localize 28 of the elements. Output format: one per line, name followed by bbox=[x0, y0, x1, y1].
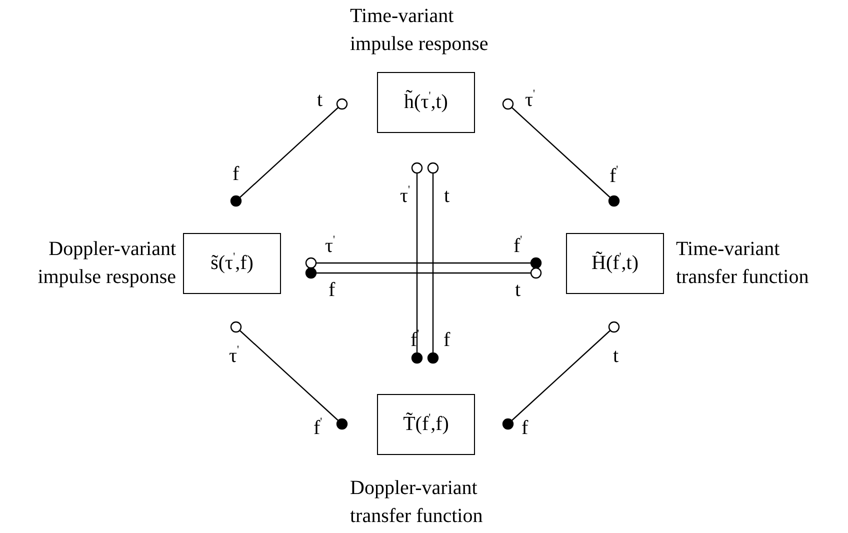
variable-label: t bbox=[444, 185, 450, 207]
function-formula: s̃(τ$^{'}$,f) bbox=[210, 252, 254, 275]
function-box bbox=[377, 394, 475, 455]
variable-label: τ$^{'}$ bbox=[525, 89, 536, 111]
variable-label: t bbox=[515, 279, 521, 301]
function-heading: Doppler-variant transfer function bbox=[350, 476, 484, 529]
variable-label: f$^{'}$ bbox=[610, 165, 618, 187]
variable-label: τ$^{'}$ bbox=[229, 345, 240, 367]
function-heading: Doppler-variant impulse response bbox=[36, 237, 176, 290]
function-formula: h̃(τ$^{'}$,t) bbox=[404, 91, 448, 114]
function-formula: T̃(f$^{'}$,f) bbox=[403, 413, 449, 436]
function-formula: H̃(f$^{'}$,t) bbox=[592, 252, 638, 275]
variable-label: f$^{'}$ bbox=[314, 417, 322, 439]
variable-label: f bbox=[522, 417, 528, 439]
variable-label: τ$^{'}$ bbox=[325, 235, 336, 257]
variable-label: f bbox=[232, 163, 240, 185]
function-box bbox=[183, 233, 281, 294]
variable-label: f$^{'}$ bbox=[514, 235, 522, 257]
function-box bbox=[377, 72, 475, 133]
variable-label: t bbox=[317, 89, 323, 111]
function-box bbox=[566, 233, 664, 294]
variable-label: f$^{'}$ bbox=[410, 329, 420, 351]
function-heading: Time-variant transfer function bbox=[676, 237, 810, 290]
variable-label: t bbox=[613, 345, 619, 367]
variable-label: τ$^{'}$ bbox=[400, 185, 410, 207]
variable-label: f bbox=[328, 279, 336, 301]
function-heading: Time-variant impulse response bbox=[350, 4, 490, 57]
variable-label: f bbox=[444, 329, 450, 351]
